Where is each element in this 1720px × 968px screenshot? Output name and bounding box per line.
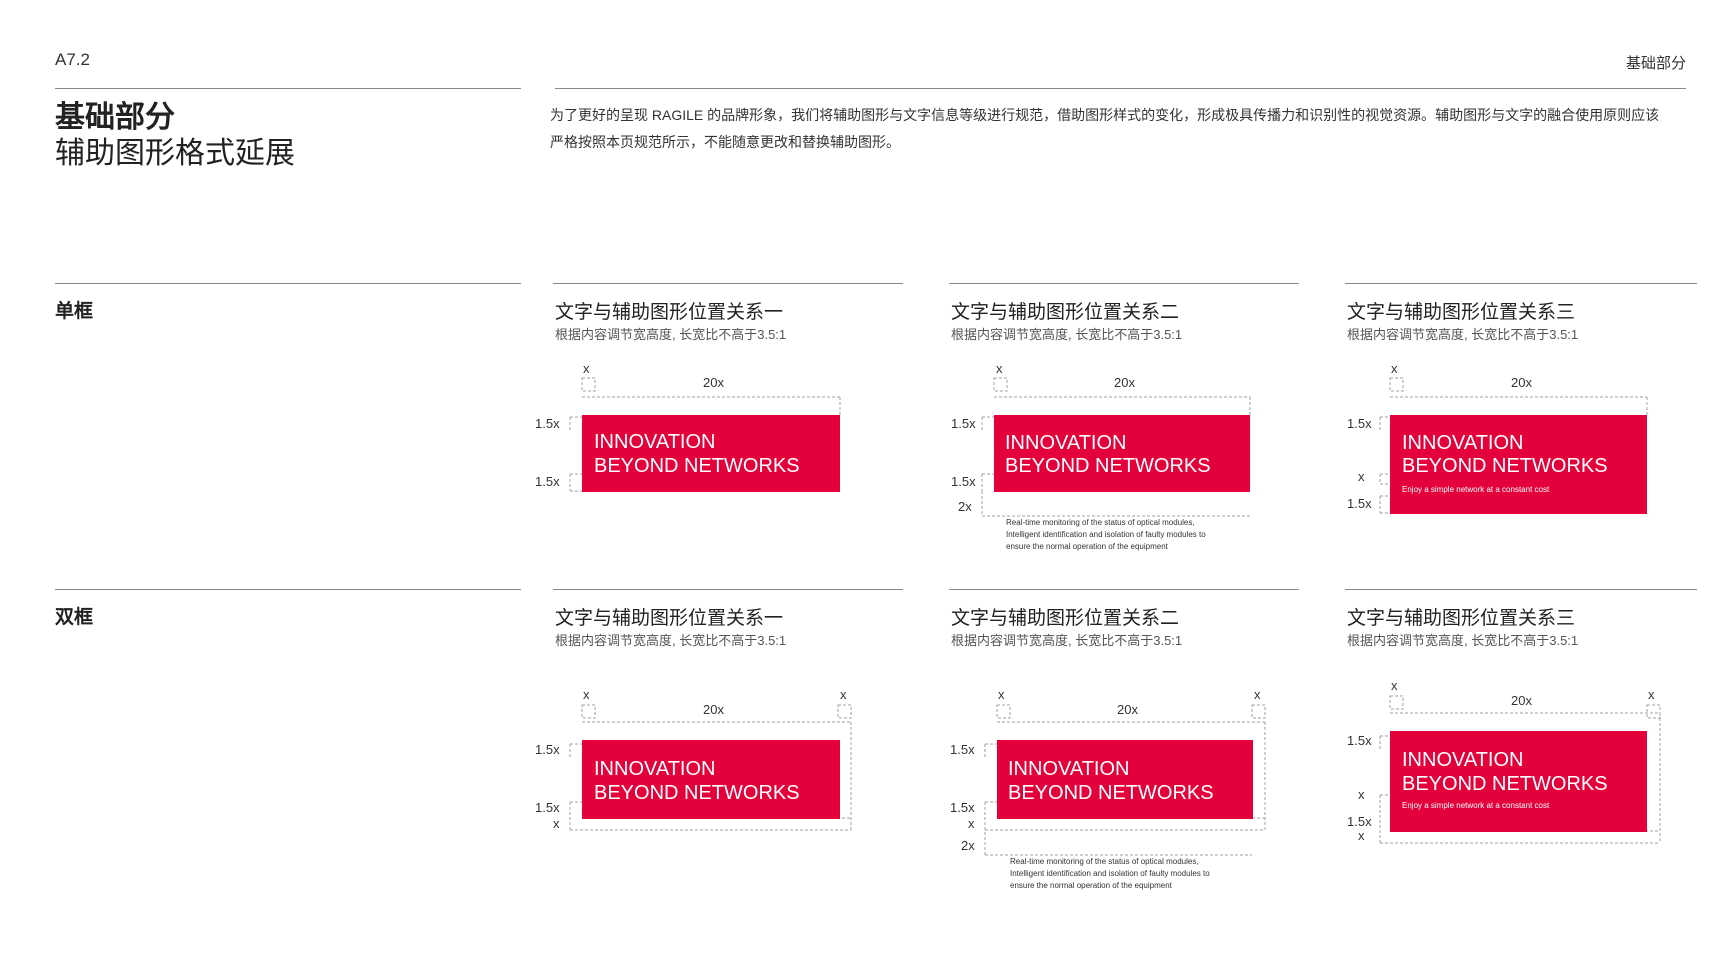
divider bbox=[553, 589, 903, 590]
dim-x: x bbox=[1358, 828, 1365, 843]
dim-x: x bbox=[1358, 787, 1365, 802]
diagram-double-3: INNOVATION BEYOND NETWORKS Enjoy a simpl… bbox=[1347, 678, 1661, 844]
headline-line1: INNOVATION bbox=[1005, 432, 1126, 454]
headline-line1: INNOVATION bbox=[1402, 432, 1523, 454]
body-line3: ensure the normal operation of the equip… bbox=[1010, 881, 1173, 890]
tagline: Enjoy a simple network at a constant cos… bbox=[1402, 485, 1550, 494]
card-desc: 根据内容调节宽高度, 长宽比不高于3.5:1 bbox=[1347, 327, 1579, 342]
headline-line1: INNOVATION bbox=[1008, 758, 1129, 780]
headline-line2: BEYOND NETWORKS bbox=[1402, 455, 1608, 477]
dim-x: x bbox=[968, 816, 975, 831]
card-desc: 根据内容调节宽高度, 长宽比不高于3.5:1 bbox=[555, 633, 787, 648]
body-line1: Real-time monitoring of the status of op… bbox=[1006, 518, 1195, 527]
dim-x: x bbox=[583, 361, 590, 376]
page-subtitle: 辅助图形格式延展 bbox=[55, 137, 295, 170]
dim-x: x bbox=[840, 687, 847, 702]
divider bbox=[1345, 283, 1697, 284]
dim-1-5x: 1.5x bbox=[1347, 814, 1372, 829]
divider bbox=[1345, 589, 1697, 590]
diagram-single-3: INNOVATION BEYOND NETWORKS Enjoy a simpl… bbox=[1347, 361, 1648, 514]
dim-1-5x: 1.5x bbox=[535, 474, 560, 489]
page-title: 基础部分 bbox=[55, 101, 175, 134]
divider bbox=[949, 283, 1299, 284]
body-line2: Intelligent identification and isolation… bbox=[1010, 869, 1210, 878]
dim-x: x bbox=[996, 361, 1003, 376]
card-title: 文字与辅助图形位置关系三 bbox=[1347, 302, 1576, 323]
dim-1-5x: 1.5x bbox=[1347, 496, 1372, 511]
card-desc: 根据内容调节宽高度, 长宽比不高于3.5:1 bbox=[1347, 633, 1579, 648]
dim-1-5x: 1.5x bbox=[950, 742, 975, 757]
headline-line1: INNOVATION bbox=[594, 431, 715, 453]
dim-x: x bbox=[1254, 687, 1261, 702]
divider bbox=[553, 283, 903, 284]
headline-line2: BEYOND NETWORKS bbox=[1008, 782, 1214, 804]
card-desc: 根据内容调节宽高度, 长宽比不高于3.5:1 bbox=[555, 327, 787, 342]
dim-x: x bbox=[1391, 361, 1398, 376]
dim-20x: 20x bbox=[1114, 375, 1135, 390]
dim-20x: 20x bbox=[703, 702, 724, 717]
divider bbox=[555, 88, 1686, 89]
row-label-single: 单框 bbox=[55, 301, 94, 322]
divider bbox=[55, 88, 521, 89]
dim-x: x bbox=[583, 687, 590, 702]
card-title: 文字与辅助图形位置关系二 bbox=[951, 608, 1180, 629]
body-line2: Intelligent identification and isolation… bbox=[1006, 530, 1206, 539]
dim-1-5x: 1.5x bbox=[1347, 416, 1372, 431]
card-title: 文字与辅助图形位置关系二 bbox=[951, 302, 1180, 323]
brand-graphic-front bbox=[1390, 731, 1647, 832]
brand-graphic bbox=[582, 415, 840, 492]
dim-20x: 20x bbox=[1511, 375, 1532, 390]
row-label-double: 双框 bbox=[55, 607, 94, 628]
dim-x: x bbox=[1391, 678, 1398, 693]
dim-x: x bbox=[998, 687, 1005, 702]
dim-1-5x: 1.5x bbox=[951, 474, 976, 489]
dim-20x: 20x bbox=[1117, 702, 1138, 717]
divider bbox=[55, 589, 521, 590]
dim-x: x bbox=[1648, 687, 1655, 702]
page-code: A7.2 bbox=[55, 50, 90, 69]
diagram-single-2: INNOVATION BEYOND NETWORKS x 20x 1.5x 1.… bbox=[951, 361, 1251, 551]
dim-1-5x: 1.5x bbox=[535, 800, 560, 815]
dim-20x: 20x bbox=[1511, 693, 1532, 708]
diagram-double-2: INNOVATION BEYOND NETWORKS x x 20x 1.5x … bbox=[950, 687, 1266, 890]
dim-1-5x: 1.5x bbox=[1347, 733, 1372, 748]
divider bbox=[949, 589, 1299, 590]
divider bbox=[55, 283, 521, 284]
headline-line2: BEYOND NETWORKS bbox=[594, 455, 800, 477]
card-title: 文字与辅助图形位置关系一 bbox=[555, 608, 784, 629]
dim-2x: 2x bbox=[958, 499, 972, 514]
brand-graphic-front bbox=[582, 740, 840, 819]
dim-1-5x: 1.5x bbox=[950, 800, 975, 815]
card-desc: 根据内容调节宽高度, 长宽比不高于3.5:1 bbox=[951, 327, 1183, 342]
brand-graphic bbox=[1390, 415, 1647, 514]
diagram-single-1: INNOVATION BEYOND NETWORKS x 20x 1.5x 1.… bbox=[535, 361, 841, 492]
tagline: Enjoy a simple network at a constant cos… bbox=[1402, 801, 1550, 810]
section-tag: 基础部分 bbox=[1625, 55, 1686, 72]
body-line1: Real-time monitoring of the status of op… bbox=[1010, 857, 1199, 866]
dim-1-5x: 1.5x bbox=[951, 416, 976, 431]
intro-paragraph: 为了更好的呈现 RAGILE 的品牌形象，我们将辅助图形与文字信息等级进行规范，… bbox=[550, 107, 1660, 150]
dim-x: x bbox=[553, 816, 560, 831]
card-desc: 根据内容调节宽高度, 长宽比不高于3.5:1 bbox=[951, 633, 1183, 648]
dim-x: x bbox=[1358, 469, 1365, 484]
headline-line1: INNOVATION bbox=[1402, 749, 1523, 771]
card-title: 文字与辅助图形位置关系三 bbox=[1347, 608, 1576, 629]
headline-line1: INNOVATION bbox=[594, 758, 715, 780]
dim-1-5x: 1.5x bbox=[535, 742, 560, 757]
brand-graphic bbox=[994, 415, 1250, 492]
dim-20x: 20x bbox=[703, 375, 724, 390]
body-line3: ensure the normal operation of the equip… bbox=[1006, 542, 1169, 551]
diagram-double-1: INNOVATION BEYOND NETWORKS x x 20x 1.5x … bbox=[535, 687, 852, 831]
brand-graphic-front bbox=[997, 740, 1253, 819]
card-title: 文字与辅助图形位置关系一 bbox=[555, 302, 784, 323]
headline-line2: BEYOND NETWORKS bbox=[1005, 455, 1211, 477]
dim-2x: 2x bbox=[961, 838, 975, 853]
dim-1-5x: 1.5x bbox=[535, 416, 560, 431]
headline-line2: BEYOND NETWORKS bbox=[1402, 773, 1608, 795]
headline-line2: BEYOND NETWORKS bbox=[594, 782, 800, 804]
